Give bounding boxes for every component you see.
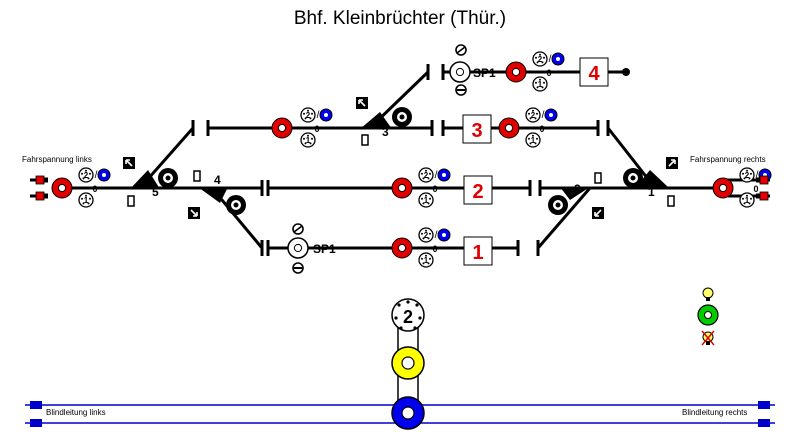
page-title: Bhf. Kleinbrüchter (Thür.)	[293, 8, 507, 29]
knob-text: /	[435, 230, 438, 241]
knob-text: 0	[314, 124, 319, 134]
track-box-1-label: 1	[472, 242, 483, 264]
knob-text: 0	[753, 184, 758, 194]
signal-number: 2	[403, 307, 413, 327]
blue-button-icon	[319, 108, 333, 122]
track-box-2[interactable]: 2	[463, 175, 493, 205]
blind-label-right: Blindleitung rechts	[682, 408, 747, 417]
knob-text: /	[756, 170, 759, 181]
feed-label-left: Fahrspannung links	[22, 155, 92, 164]
switch-labels: 5 4 3 2 1	[152, 125, 655, 199]
speed-knob: 2 / 01	[300, 107, 333, 148]
switch-label-5: 5	[152, 185, 159, 199]
knob-text: 2	[424, 171, 429, 180]
speed-knob: 2 / 01	[525, 107, 558, 148]
sp1-label-bottom: SP1	[313, 242, 336, 256]
knob-text: 1	[531, 136, 536, 145]
knob-text: 2	[84, 171, 89, 180]
blue-button-icon	[97, 168, 111, 182]
knob-text: 1	[538, 80, 543, 89]
knob-text: 1	[84, 196, 89, 205]
switch-label-4: 4	[214, 173, 221, 187]
track-lines	[30, 70, 770, 250]
knob-text: /	[435, 170, 438, 181]
knob-text: 1	[745, 196, 750, 205]
track-end-stops	[191, 64, 630, 256]
track-box-2-label: 2	[472, 181, 483, 203]
switch-frogs	[130, 112, 668, 203]
knob-text: 0	[432, 184, 437, 194]
track-box-1[interactable]: 1	[463, 236, 493, 266]
knob-text: 2	[306, 111, 311, 120]
route-buttons[interactable]	[51, 61, 734, 259]
knob-text: 2	[424, 231, 429, 240]
knob-text: /	[549, 54, 552, 65]
knob-text: 0	[92, 184, 97, 194]
knob-text: 1	[424, 256, 429, 265]
switch-label-1: 1	[648, 185, 655, 199]
blue-button-icon	[437, 228, 451, 242]
knob-text: 1	[424, 196, 429, 205]
speed-knob-clusters[interactable]: 2/012/012/012/012/012/012/01	[78, 51, 772, 268]
lamp-indicator[interactable]	[697, 287, 719, 346]
sp1-buttons[interactable]	[287, 61, 471, 259]
knob-text: 0	[546, 68, 551, 78]
knob-text: /	[95, 170, 98, 181]
switch-label-3: 3	[382, 125, 389, 139]
speed-knob: 2 / 01	[78, 167, 111, 208]
blue-button-icon	[544, 108, 558, 122]
switch-label-2: 2	[574, 182, 581, 196]
blue-button-icon	[551, 52, 565, 66]
track-box-3-label: 3	[471, 120, 482, 142]
blind-label-left: Blindleitung links	[46, 408, 106, 417]
signal-column: 2	[391, 298, 425, 413]
speed-knob: 2 / 01	[418, 227, 451, 268]
knob-text: /	[542, 110, 545, 121]
track-box-3[interactable]: 3	[462, 114, 492, 144]
speed-knob: 2 / 01	[739, 167, 772, 208]
knob-text: 2	[531, 111, 536, 120]
track-box-4-label: 4	[588, 63, 600, 85]
feed-label-right: Fahrspannung rechts	[690, 155, 766, 164]
blue-button-icon	[437, 168, 451, 182]
track-box-4[interactable]: 4	[579, 57, 609, 87]
knob-text: 2	[538, 55, 543, 64]
knob-text: 1	[306, 136, 311, 145]
speed-knob: 2 / 01	[532, 51, 565, 92]
sp1-label-top: SP1	[473, 66, 496, 80]
speed-knob: 2 / 01	[418, 167, 451, 208]
knob-text: /	[317, 110, 320, 121]
knob-text: 0	[432, 244, 437, 254]
knob-text: 2	[745, 171, 750, 180]
knob-text: 0	[539, 124, 544, 134]
